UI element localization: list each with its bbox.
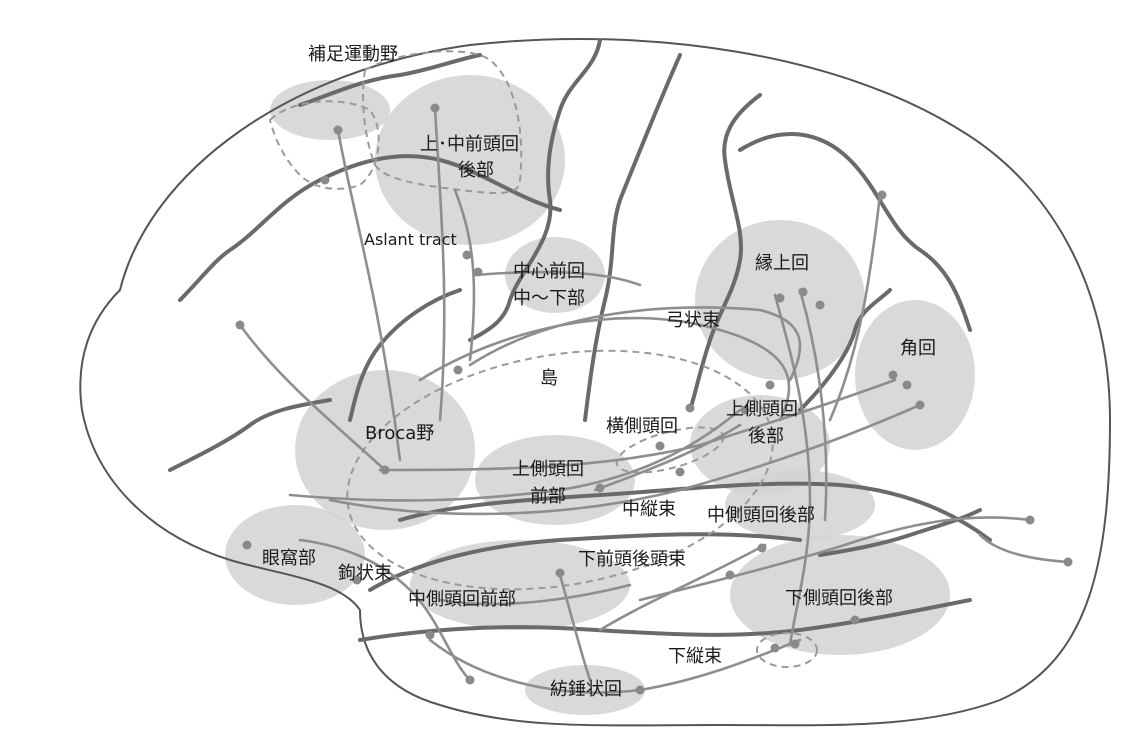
region-sma bbox=[270, 80, 390, 140]
region-fusiform bbox=[525, 665, 645, 715]
label-mtg-post: 中側頭回後部 bbox=[707, 505, 815, 526]
label-orbital: 眼窩部 bbox=[262, 548, 316, 569]
label-stg-ant-line1: 上側頭回 bbox=[512, 459, 584, 480]
region-itg-posterior bbox=[730, 535, 950, 655]
label-sma: 補足運動野 bbox=[308, 44, 398, 65]
region-mtg-posterior bbox=[725, 470, 875, 540]
label-ilf: 下縦束 bbox=[668, 646, 722, 667]
label-heschl: 横側頭回 bbox=[606, 416, 678, 437]
region-precentral bbox=[505, 237, 605, 313]
region-orbital bbox=[225, 505, 365, 605]
label-arcuate: 弓状束 bbox=[666, 310, 720, 331]
label-angular: 角回 bbox=[900, 338, 936, 359]
label-precentral-line2: 中～下部 bbox=[513, 288, 585, 309]
gyri-lines bbox=[168, 38, 992, 642]
dashed-outlines bbox=[268, 50, 818, 668]
label-sfg-line2: 後部 bbox=[458, 160, 494, 181]
region-stg-posterior bbox=[690, 395, 830, 495]
label-itg-post: 下側頭回後部 bbox=[785, 588, 893, 609]
label-mtg-ant: 中側頭回前部 bbox=[408, 589, 516, 610]
region-mtg-anterior bbox=[410, 540, 630, 630]
label-ifof: 下前頭後頭束 bbox=[578, 549, 686, 570]
label-sfg-line1: 上･中前頭回 bbox=[420, 134, 519, 155]
white-matter-tracts bbox=[238, 106, 1070, 694]
region-angular bbox=[855, 300, 975, 450]
brain-outline bbox=[79, 37, 1112, 727]
label-aslant: Aslant tract bbox=[364, 230, 457, 249]
label-broca: Broca野 bbox=[365, 423, 434, 444]
label-supramarginal: 縁上回 bbox=[755, 253, 809, 274]
dash-sma-right bbox=[362, 50, 523, 194]
label-stg-ant-line2: 前部 bbox=[530, 486, 566, 507]
dash-insula bbox=[346, 349, 774, 591]
dash-sma-left bbox=[268, 100, 380, 190]
label-stg-post-line2: 後部 bbox=[748, 426, 784, 447]
label-uncinate: 鉤状束 bbox=[338, 563, 392, 584]
label-precentral-line1: 中心前回 bbox=[513, 261, 585, 282]
dash-ilf-end bbox=[756, 632, 818, 668]
label-insula: 島 bbox=[540, 368, 558, 389]
label-fusiform: 紡錘状回 bbox=[550, 679, 622, 700]
label-mdlf: 中縦束 bbox=[622, 499, 676, 520]
tract-endpoints bbox=[235, 103, 1073, 695]
region-broca bbox=[295, 370, 475, 530]
labels: 補足運動野 上･中前頭回 後部 Aslant tract 中心前回 中～下部 縁… bbox=[262, 44, 936, 700]
label-stg-post-line1: 上側頭回 bbox=[726, 399, 798, 420]
